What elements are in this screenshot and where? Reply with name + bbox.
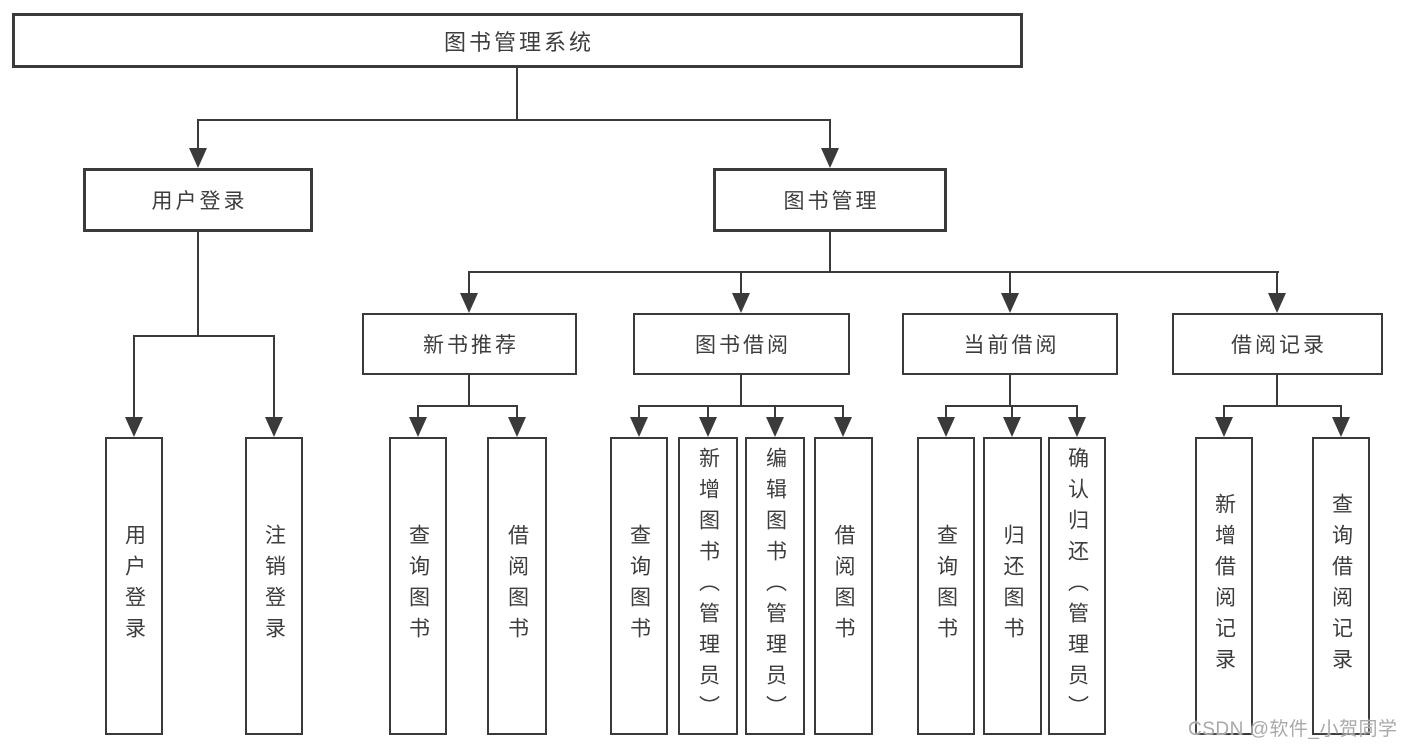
arrowhead-records [1268,293,1286,313]
edge-to-recommend [468,271,470,293]
edge-to-user-login [197,119,199,148]
leaf-add-borrow-record: 新增借阅记录 [1195,437,1253,735]
leaf-query-books-borrow: 查询图书 [610,437,668,735]
arrowhead-g5-query [1332,417,1350,437]
edge-userlogin-stem [197,232,199,337]
csdn-watermark: CSDN @软件_小贺同学 [1188,719,1398,740]
leaf-add-books-admin: 新增图书（管理员） [678,437,738,735]
edge-to-records [1276,271,1278,293]
arrowhead-g4-confirm [1068,417,1086,437]
edge-root-bar [197,119,830,121]
node-user-login: 用户登录 [83,168,313,232]
edge-bookmgmt-bar [469,271,1279,273]
edge-current-stem [1009,375,1011,406]
arrowhead-g3-add [699,417,717,437]
node-current-borrowing: 当前借阅 [902,313,1118,375]
leaf-logout: 注销登录 [245,437,303,735]
edge-recommend-stem [468,375,470,406]
arrowhead-g3-edit [766,417,784,437]
edge-to-g3-edit [774,405,776,417]
arrowhead-g4-return [1003,417,1021,437]
arrowhead-g4-query [937,417,955,437]
leaf-borrow-books: 借阅图书 [814,437,873,735]
edge-to-leaf-logout [273,335,275,417]
leaf-query-books-recommend: 查询图书 [389,437,447,735]
edge-to-g2-query [417,405,419,417]
arrowhead-recommend [460,293,478,313]
leaf-return-books: 归还图书 [983,437,1042,735]
leaf-edit-books-admin: 编辑图书（管理员） [745,437,805,735]
node-book-borrowing: 图书借阅 [633,313,850,375]
leaf-query-books-current: 查询图书 [917,437,975,735]
node-new-book-recommendation: 新书推荐 [362,313,577,375]
arrowhead-g3-query [630,417,648,437]
leaf-confirm-return-admin: 确认归还（管理员） [1048,437,1106,735]
edge-to-g3-borrow [842,405,844,417]
leaf-borrow-books-recommend: 借阅图书 [487,437,547,735]
arrowhead-leaf-logout [265,417,283,437]
arrowhead-g5-add [1215,417,1233,437]
node-borrowing-records: 借阅记录 [1172,313,1383,375]
edge-to-book-management [829,119,831,148]
edge-records-stem [1276,375,1278,406]
arrowhead-user-login [189,148,207,168]
node-book-management: 图书管理 [713,168,947,232]
edge-bookmgmt-stem [829,232,831,273]
edge-to-g3-add [707,405,709,417]
edge-to-borrowing [740,271,742,293]
edge-borrowing-stem [740,375,742,406]
leaf-user-login: 用户登录 [105,437,163,735]
edge-to-g4-query [945,405,947,417]
edge-recommend-bar [418,405,518,407]
edge-userlogin-bar [133,335,275,337]
arrowhead-book-management [821,148,839,168]
arrowhead-leaf-user-login [125,417,143,437]
arrowhead-g2-query [409,417,427,437]
arrowhead-g3-borrow [834,417,852,437]
arrowhead-g2-borrow [508,417,526,437]
edge-to-g5-add [1223,405,1225,417]
edge-root-stem [516,68,518,120]
edge-to-g4-confirm [1076,405,1078,417]
edge-records-bar [1224,405,1341,407]
edge-to-g4-return [1011,405,1013,417]
leaf-query-borrow-record: 查询借阅记录 [1312,437,1370,735]
edge-borrowing-bar [639,405,844,407]
edge-to-g5-query [1340,405,1342,417]
edge-to-g2-borrow [516,405,518,417]
node-library-management-system: 图书管理系统 [12,13,1023,68]
arrowhead-borrowing [732,293,750,313]
arrowhead-current [1001,293,1019,313]
edge-to-leaf-user-login [133,335,135,417]
edge-to-g3-query [638,405,640,417]
edge-to-current [1009,271,1011,293]
